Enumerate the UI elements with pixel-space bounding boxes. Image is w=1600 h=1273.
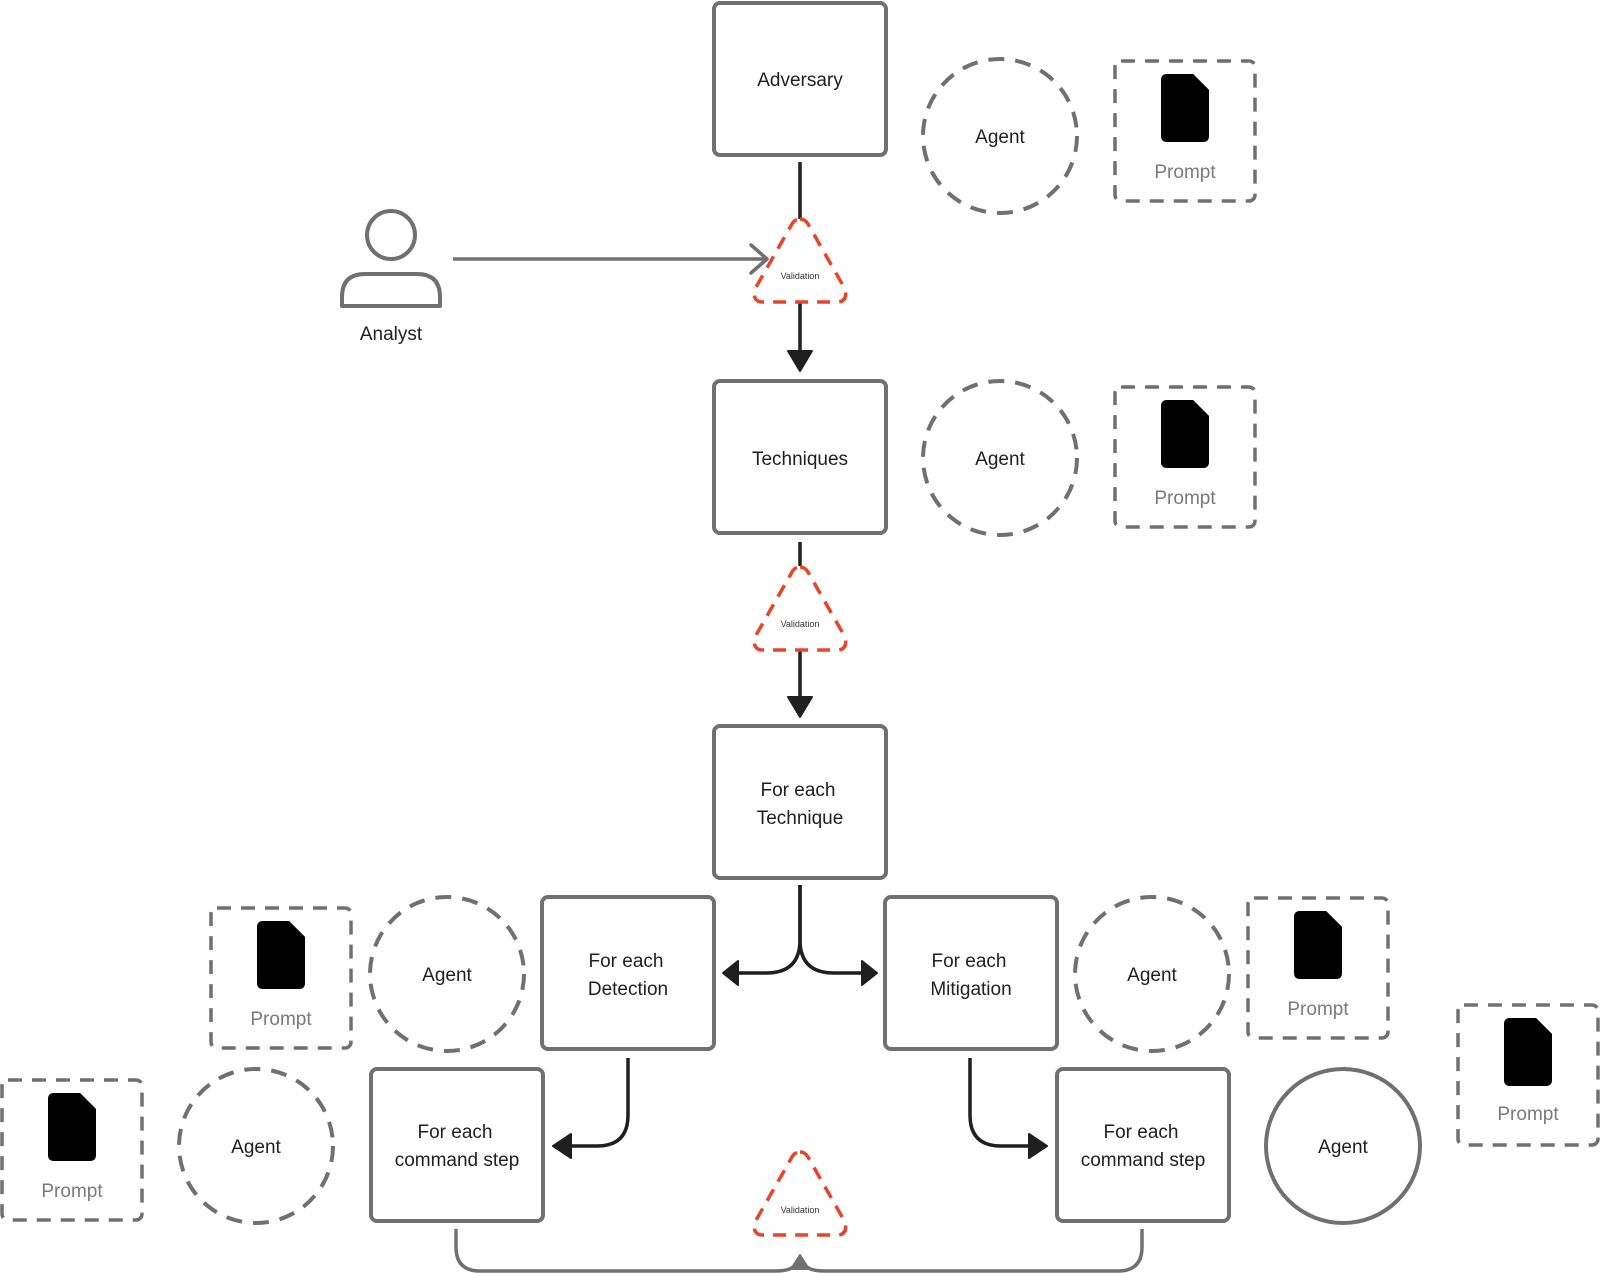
validation-gate-2: Validation [752, 565, 848, 652]
command-step-left-line-2: command step [395, 1150, 520, 1171]
prompt-label: Prompt [41, 1181, 103, 1202]
for-each-mitigation-box: For each Mitigation [883, 895, 1059, 1051]
for-each-technique-line-1: For each [761, 780, 836, 801]
arrowhead-mitigation [861, 960, 878, 986]
adversary-box: Adversary [712, 1, 888, 157]
agent-command-right: Agent [1264, 1067, 1422, 1225]
techniques-label: Techniques [752, 449, 848, 470]
agent-label: Agent [422, 965, 472, 986]
connector-mitigation-command [968, 1058, 1032, 1148]
validation-gate-3: Validation [752, 1150, 848, 1237]
command-step-right-line-1: For each [1104, 1122, 1179, 1143]
document-icon [1504, 1018, 1552, 1086]
agent-adversary: Agent [921, 57, 1079, 215]
for-each-mitigation-line-1: For each [932, 951, 1007, 972]
document-icon [48, 1093, 96, 1161]
prompt-label: Prompt [1497, 1104, 1559, 1125]
agent-label: Agent [1127, 965, 1177, 986]
validation-gate-1: Validation [752, 217, 848, 304]
agent-mitigation: Agent [1073, 895, 1231, 1053]
for-each-detection-box: For each Detection [540, 895, 716, 1051]
prompt-label: Prompt [1154, 162, 1216, 183]
prompt-label: Prompt [1287, 999, 1349, 1020]
prompt-command-left: Prompt [0, 1078, 144, 1222]
prompt-techniques: Prompt [1113, 385, 1257, 529]
validation-label: Validation [781, 1205, 820, 1215]
document-icon [257, 921, 305, 989]
connector-detection-command [568, 1058, 630, 1148]
agent-label: Agent [975, 449, 1025, 470]
arrowhead-command-left [552, 1133, 572, 1159]
prompt-label: Prompt [250, 1009, 312, 1030]
command-step-left-box: For each command step [369, 1067, 545, 1223]
validation-label: Validation [781, 271, 820, 281]
analyst-label: Analyst [360, 324, 423, 345]
adversary-label: Adversary [757, 70, 843, 91]
connector-bottom-bracket [454, 1229, 796, 1273]
prompt-label: Prompt [1154, 488, 1216, 509]
connector-split-mitigation [798, 885, 864, 975]
for-each-technique-line-2: Technique [757, 808, 844, 829]
agent-label: Agent [975, 127, 1025, 148]
for-each-mitigation-line-2: Mitigation [930, 979, 1011, 1000]
arrowhead-detection [722, 960, 739, 986]
person-icon [340, 209, 442, 308]
agent-label: Agent [231, 1137, 281, 1158]
agent-techniques: Agent [921, 379, 1079, 537]
prompt-mitigation: Prompt [1246, 896, 1390, 1040]
agent-label: Agent [1318, 1137, 1368, 1158]
arrowhead-analyst [749, 243, 769, 275]
techniques-box: Techniques [712, 379, 888, 535]
prompt-adversary: Prompt [1113, 59, 1257, 203]
command-step-left-line-1: For each [418, 1122, 493, 1143]
arrowhead-command-right [1028, 1133, 1048, 1159]
for-each-technique-box: For each Technique [712, 724, 888, 880]
document-icon [1294, 911, 1342, 979]
for-each-detection-line-1: For each [589, 951, 664, 972]
connector-bottom-bracket-right [804, 1229, 1144, 1273]
agent-detection: Agent [368, 895, 526, 1053]
connector-split-detection [736, 885, 802, 975]
validation-label: Validation [781, 619, 820, 629]
prompt-command-right: Prompt [1456, 1003, 1600, 1147]
arrowhead-technique [787, 696, 813, 718]
command-step-right-box: For each command step [1055, 1067, 1231, 1223]
command-step-right-line-2: command step [1081, 1150, 1206, 1171]
arrowhead-techniques [787, 350, 813, 372]
for-each-detection-line-2: Detection [588, 979, 668, 1000]
arrowhead-validation-bottom [790, 1254, 810, 1270]
document-icon [1161, 400, 1209, 468]
agent-command-left: Agent [177, 1067, 335, 1225]
prompt-detection: Prompt [209, 906, 353, 1050]
document-icon [1161, 74, 1209, 142]
